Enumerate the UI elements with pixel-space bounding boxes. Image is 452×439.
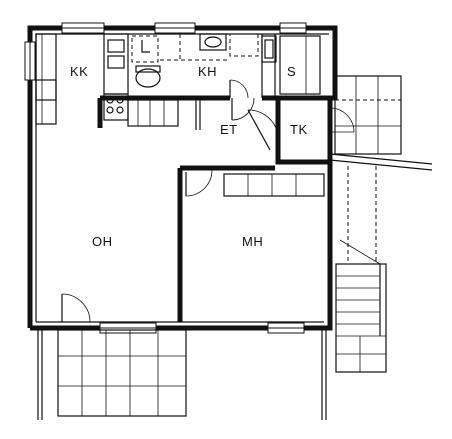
- room-label-et: ET: [220, 122, 238, 137]
- bedroom-door: [185, 169, 213, 197]
- sauna-fixtures: [261, 35, 321, 95]
- room-label-kh: KH: [198, 64, 217, 79]
- room-label-oh: OH: [92, 234, 113, 249]
- kitchen-fixtures: [35, 33, 179, 127]
- living-room-door: [61, 293, 91, 323]
- room-label-s: S: [287, 64, 296, 79]
- stairs-right: [335, 239, 387, 373]
- bathroom-fixtures: [131, 33, 259, 88]
- windows: [24, 22, 307, 334]
- room-label-kk: KK: [70, 64, 88, 79]
- room-label-tk: TK: [290, 122, 308, 137]
- interior-walls: [97, 34, 335, 322]
- room-label-mh: MH: [242, 234, 263, 249]
- porch-right: [329, 75, 433, 264]
- closet-door: [329, 107, 355, 133]
- bathroom-door: [229, 79, 249, 99]
- bedroom-fixtures: [223, 173, 325, 197]
- terrace-bottom: [37, 329, 327, 420]
- entrance-door: [195, 97, 277, 151]
